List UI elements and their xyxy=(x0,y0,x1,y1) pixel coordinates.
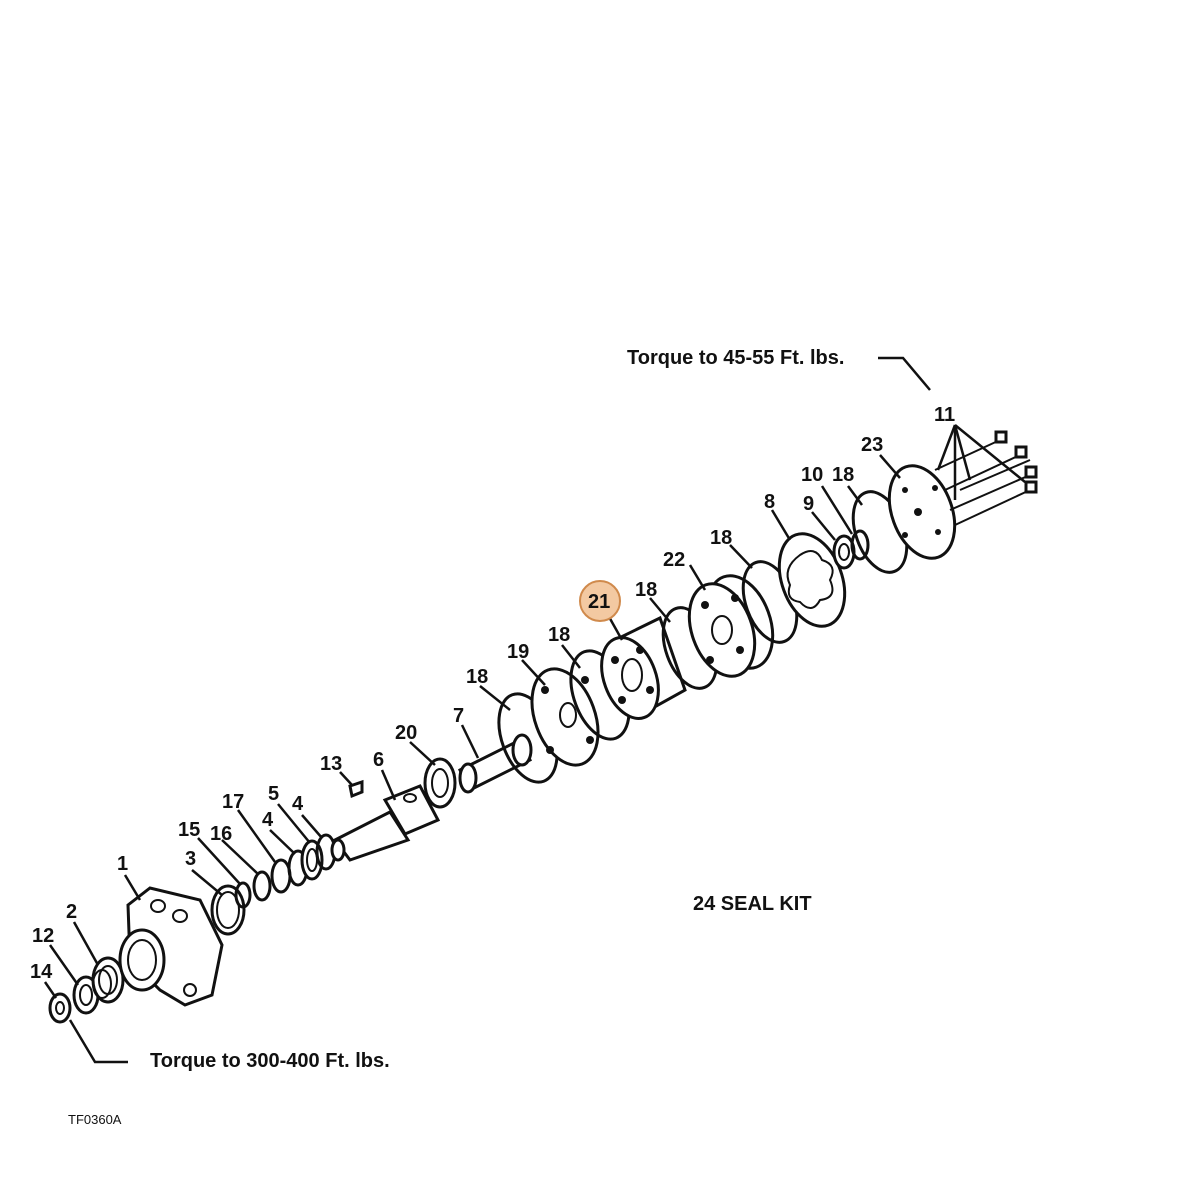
callout-18a: 18 xyxy=(466,666,488,688)
callout-18c: 18 xyxy=(635,579,657,601)
callout-6: 6 xyxy=(373,749,384,771)
part-13-key xyxy=(348,779,364,799)
torque-bottom-leader xyxy=(68,1019,128,1064)
torque-top-leader xyxy=(878,356,931,391)
callout-7: 7 xyxy=(453,705,464,727)
callout-21: 21 xyxy=(588,591,610,613)
seal-kit-label: 24 SEAL KIT xyxy=(693,893,812,915)
callout-18b: 18 xyxy=(548,624,570,646)
highlight-marker-21 xyxy=(579,580,621,622)
part-23-end-cap xyxy=(887,464,957,560)
callout-1: 1 xyxy=(117,853,128,875)
part-10-spacer xyxy=(850,529,870,561)
part-8-gerotor xyxy=(777,532,847,628)
part-1-housing xyxy=(118,886,224,1007)
callout-19: 19 xyxy=(507,641,529,663)
callout-23: 23 xyxy=(861,434,883,456)
callout-labels: 1 2 3 4 4 5 6 7 8 9 10 11 12 13 14 15 16… xyxy=(30,404,955,983)
callout-9: 9 xyxy=(803,493,814,515)
callout-leaders xyxy=(43,424,1026,999)
callout-3: 3 xyxy=(185,848,196,870)
part-19-plate xyxy=(530,667,600,767)
figure-code: TF0360A xyxy=(68,1112,122,1127)
callout-22: 22 xyxy=(663,549,685,571)
callout-18e: 18 xyxy=(832,464,854,486)
callout-10: 10 xyxy=(801,464,823,486)
part-6-shaft xyxy=(330,784,441,862)
callout-12: 12 xyxy=(32,925,54,947)
part-21-valve xyxy=(600,615,687,720)
part-4-5-thrust-bearing xyxy=(287,833,337,887)
callout-16: 16 xyxy=(210,823,232,845)
part-22-valve-housing xyxy=(687,574,775,678)
callout-20: 20 xyxy=(395,722,417,744)
callout-11: 11 xyxy=(934,404,955,426)
callout-18d: 18 xyxy=(710,527,732,549)
part-15-ring xyxy=(234,881,252,909)
torque-bottom-note: Torque to 300-400 Ft. lbs. xyxy=(150,1050,390,1072)
part-11-bolts xyxy=(934,430,1038,526)
torque-top-note: Torque to 45-55 Ft. lbs. xyxy=(627,347,844,369)
callout-5: 5 xyxy=(268,783,279,805)
callout-14: 14 xyxy=(30,961,53,983)
part-2-bearing xyxy=(91,956,125,1004)
callout-15: 15 xyxy=(178,819,200,841)
callout-17: 17 xyxy=(222,791,244,813)
part-14-nut xyxy=(48,992,72,1024)
callout-8: 8 xyxy=(764,491,775,513)
callout-4a: 4 xyxy=(262,809,274,831)
part-7-drive xyxy=(457,733,533,794)
callout-2: 2 xyxy=(66,901,77,923)
callout-13: 13 xyxy=(320,753,342,775)
callout-4b: 4 xyxy=(292,793,304,815)
part-3-seal-ring xyxy=(210,884,246,936)
part-16-ring xyxy=(252,870,272,902)
part-20-bearing xyxy=(423,757,457,809)
part-17-ring xyxy=(270,858,292,894)
